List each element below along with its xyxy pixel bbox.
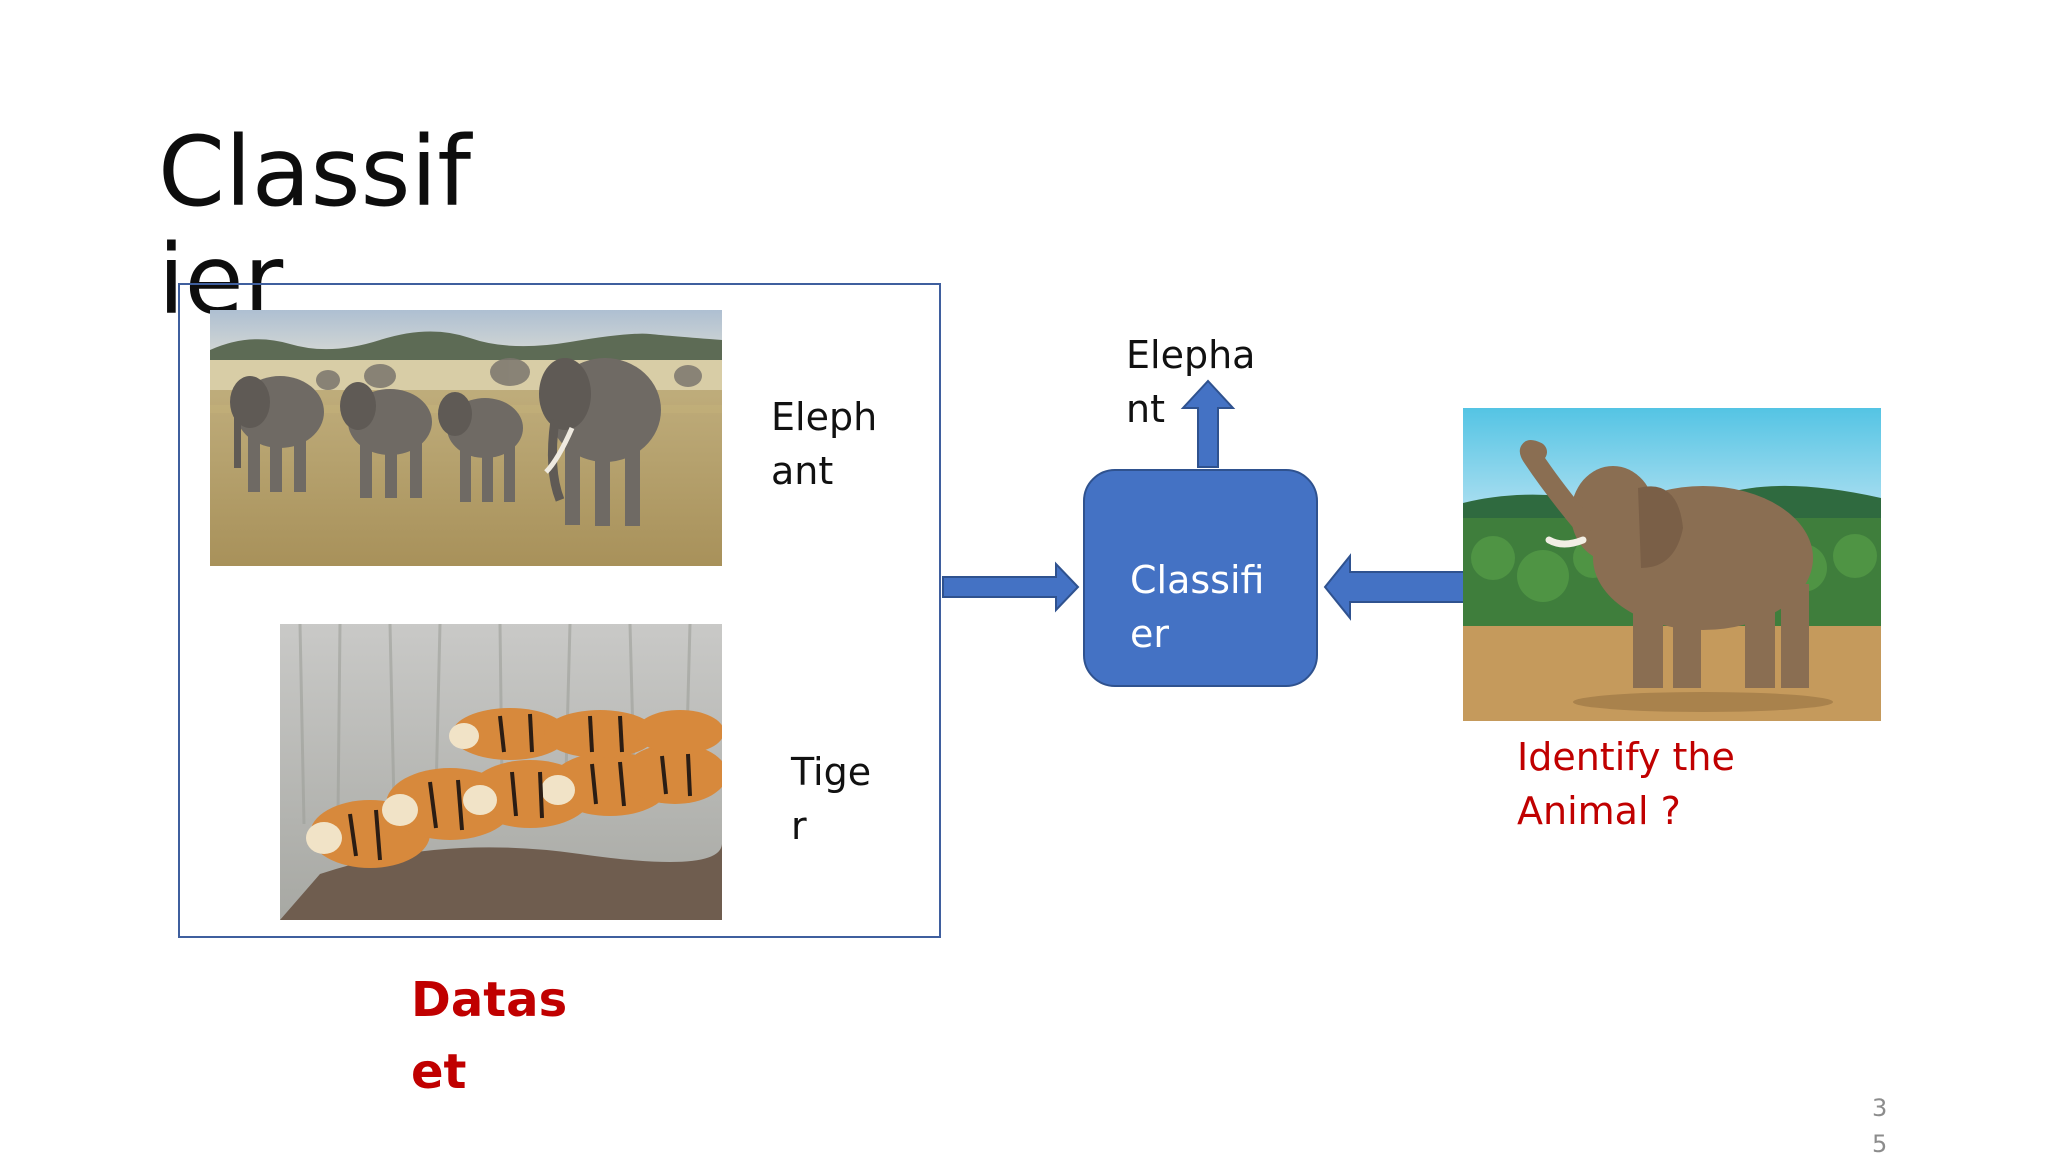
page-number: 35 <box>1872 1094 1888 1158</box>
tiger-group-image <box>280 624 722 920</box>
elephant-herd-image <box>210 310 722 566</box>
dataset-caption: Dataset <box>411 972 568 1100</box>
dataset-label-tiger: Tiger <box>791 750 872 848</box>
slide-title: Classifier <box>158 116 472 336</box>
query-caption: Identify the Animal ? <box>1517 735 1735 833</box>
classifier-box <box>1083 469 1318 687</box>
query-elephant-image <box>1463 408 1881 721</box>
classifier-box-label: Classifier <box>1130 558 1265 656</box>
arrow-dataset-to-classifier <box>942 561 1080 613</box>
dataset-label-elephant: Elephant <box>771 395 878 493</box>
dataset-frame <box>178 283 941 938</box>
arrow-query-to-classifier <box>1323 553 1466 621</box>
classifier-output-label: Elephant <box>1126 333 1256 431</box>
